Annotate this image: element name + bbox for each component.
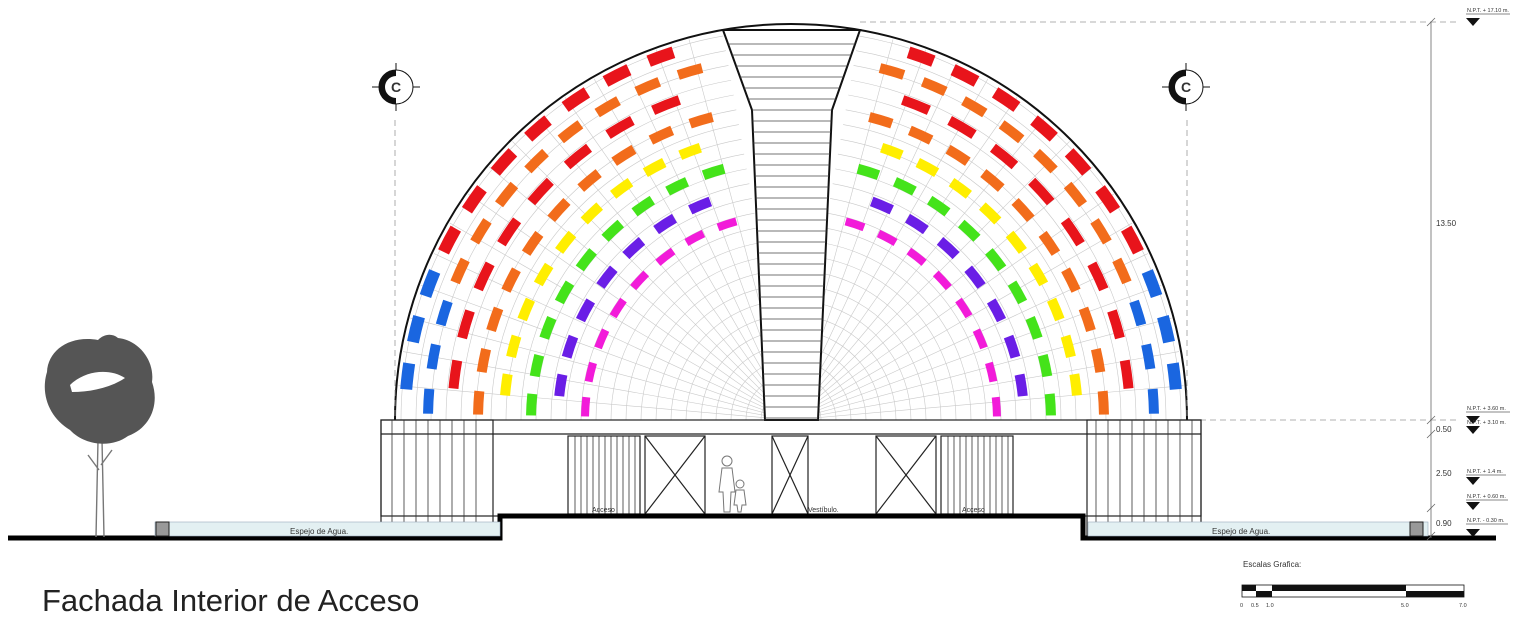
- dimension-line: [1426, 17, 1436, 541]
- tree: [44, 334, 155, 538]
- level-marker-3-10: N.P.T. + 3.10 m.: [1466, 420, 1506, 434]
- svg-text:N.P.T. + 17.10 m.: N.P.T. + 17.10 m.: [1467, 8, 1509, 14]
- svg-text:1.0: 1.0: [1266, 603, 1274, 609]
- section-marker-right: C: [1162, 63, 1210, 111]
- guide-lines: [394, 21, 1460, 421]
- drawing-title: Fachada Interior de Acceso: [42, 583, 420, 618]
- svg-text:N.P.T. + 3.10 m.: N.P.T. + 3.10 m.: [1467, 420, 1506, 426]
- dimension-0-50: 0.50: [1436, 425, 1452, 434]
- level-marker-17-10: N.P.T. + 17.10 m.: [1466, 8, 1510, 26]
- section-marker-left: C: [372, 63, 420, 111]
- svg-text:5.0: 5.0: [1401, 603, 1409, 609]
- svg-text:N.P.T. - 0.30 m.: N.P.T. - 0.30 m.: [1467, 518, 1505, 524]
- dimension-13-50: 13.50: [1436, 219, 1457, 228]
- level-marker-3-60: N.P.T. + 3.60 m.: [1466, 406, 1510, 424]
- svg-text:N.P.T. + 1.4 m.: N.P.T. + 1.4 m.: [1467, 469, 1503, 475]
- graphic-scale: Escalas Grafica: 0 0.5 1.0 5.0 7.0: [1240, 560, 1467, 609]
- ground-line: [8, 513, 1496, 541]
- pool-left-label: Espejo de Agua.: [290, 527, 348, 536]
- dome-outline: [394, 23, 1188, 421]
- human-figures: [718, 455, 747, 513]
- central-band: [721, 29, 862, 421]
- vestibule-label: Vestíbulo.: [808, 507, 839, 514]
- dimension-2-50: 2.50: [1436, 469, 1452, 478]
- scale-label: Escalas Grafica:: [1243, 560, 1301, 569]
- svg-text:N.P.T. + 0.60 m.: N.P.T. + 0.60 m.: [1467, 494, 1506, 500]
- access-right-label: Acceso: [962, 507, 985, 514]
- svg-text:0.5: 0.5: [1251, 603, 1259, 609]
- svg-text:0: 0: [1240, 603, 1243, 609]
- dimension-0-90: 0.90: [1436, 519, 1452, 528]
- section-marker-left-label: C: [391, 79, 401, 95]
- section-marker-right-label: C: [1181, 79, 1191, 95]
- dome-tiles: [400, 46, 1182, 417]
- base-building: [380, 419, 1202, 539]
- pool-right-label: Espejo de Agua.: [1212, 527, 1270, 536]
- access-left-label: Acceso: [592, 507, 615, 514]
- level-marker-minus-0-30: N.P.T. - 0.30 m.: [1466, 518, 1508, 537]
- level-marker-1-4: N.P.T. + 1.4 m.: [1466, 469, 1506, 485]
- level-marker-0-60: N.P.T. + 0.60 m.: [1466, 494, 1508, 510]
- svg-text:7.0: 7.0: [1459, 603, 1467, 609]
- svg-text:N.P.T. + 3.60 m.: N.P.T. + 3.60 m.: [1467, 406, 1506, 412]
